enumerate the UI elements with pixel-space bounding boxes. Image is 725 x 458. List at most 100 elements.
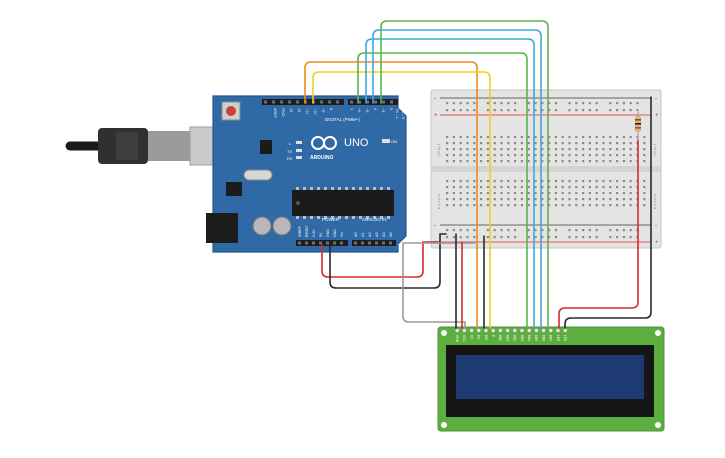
breadboard-hole bbox=[595, 236, 598, 239]
breadboard-hole bbox=[452, 102, 455, 105]
breadboard-hole bbox=[493, 109, 496, 112]
chip-pin bbox=[387, 187, 390, 190]
chip-notch bbox=[296, 201, 300, 205]
breadboard-hole bbox=[595, 204, 598, 207]
breadboard-hole bbox=[541, 198, 544, 201]
breadboard-hole bbox=[520, 192, 523, 195]
breadboard-hole bbox=[622, 236, 625, 239]
lcd-pin bbox=[462, 328, 467, 333]
lcd-pin-label: DB4 bbox=[527, 335, 531, 341]
breadboard-hole bbox=[609, 154, 612, 157]
breadboard-hole bbox=[527, 186, 530, 189]
arduino-board bbox=[212, 95, 407, 253]
breadboard-hole bbox=[554, 204, 557, 207]
breadboard-hole bbox=[568, 192, 571, 195]
chip-pin bbox=[296, 187, 299, 190]
breadboard-hole bbox=[466, 154, 469, 157]
breadboard-hole bbox=[507, 160, 510, 163]
breadboard-hole bbox=[582, 204, 585, 207]
chip-pin bbox=[317, 216, 320, 219]
usb-chip bbox=[260, 140, 272, 154]
breadboard-hole bbox=[575, 186, 578, 189]
breadboard-hole bbox=[561, 154, 564, 157]
breadboard-hole bbox=[541, 136, 544, 139]
breadboard-hole bbox=[493, 204, 496, 207]
breadboard-hole bbox=[548, 192, 551, 195]
breadboard-hole bbox=[588, 229, 591, 232]
breadboard-hole bbox=[534, 236, 537, 239]
digital-pin-label: 12 bbox=[297, 108, 301, 112]
lcd-pin-label: VCC bbox=[462, 335, 466, 342]
breadboard-hole bbox=[622, 136, 625, 139]
power-pin-label: IOREF bbox=[298, 225, 302, 237]
breadboard-hole bbox=[534, 154, 537, 157]
breadboard-hole bbox=[466, 142, 469, 145]
breadboard-hole bbox=[629, 142, 632, 145]
breadboard-hole bbox=[507, 136, 510, 139]
header-hole bbox=[390, 100, 393, 104]
breadboard-hole bbox=[561, 180, 564, 183]
breadboard-hole bbox=[527, 198, 530, 201]
breadboard-hole bbox=[541, 186, 544, 189]
lcd-pin-label: DB5 bbox=[534, 335, 538, 341]
breadboard-hole bbox=[493, 148, 496, 151]
breadboard-hole bbox=[616, 192, 619, 195]
wire-green-outer bbox=[380, 20, 549, 329]
breadboard-hole bbox=[507, 180, 510, 183]
breadboard-hole bbox=[616, 160, 619, 163]
breadboard-hole bbox=[541, 109, 544, 112]
breadboard-hole bbox=[629, 136, 632, 139]
chip-pin bbox=[359, 187, 362, 190]
breadboard-hole bbox=[609, 192, 612, 195]
header-hole bbox=[340, 241, 343, 245]
breadboard-hole bbox=[486, 148, 489, 151]
breadboard-hole bbox=[500, 160, 503, 163]
breadboard-hole bbox=[466, 186, 469, 189]
digital-header-label: DIGITAL (PWM~) bbox=[325, 117, 360, 122]
lcd-pin bbox=[469, 328, 474, 333]
breadboard-hole bbox=[629, 109, 632, 112]
breadboard-hole bbox=[452, 236, 455, 239]
chip-pin bbox=[303, 216, 306, 219]
breadboard-hole bbox=[629, 154, 632, 157]
breadboard-hole bbox=[493, 180, 496, 183]
breadboard-hole bbox=[480, 198, 483, 201]
digital-pin-label: ~5 bbox=[365, 108, 369, 112]
breadboard-hole bbox=[452, 136, 455, 139]
breadboard-hole bbox=[561, 198, 564, 201]
breadboard-hole bbox=[554, 160, 557, 163]
digital-pin-label: TX→1 bbox=[395, 108, 399, 119]
breadboard-hole bbox=[622, 148, 625, 151]
breadboard-hole bbox=[466, 204, 469, 207]
lcd-mount-hole-bl bbox=[441, 422, 447, 428]
lcd-pin bbox=[562, 328, 568, 333]
breadboard-hole bbox=[548, 186, 551, 189]
breadboard-hole bbox=[493, 229, 496, 232]
breadboard-hole bbox=[446, 102, 449, 105]
breadboard-hole bbox=[527, 160, 530, 163]
breadboard-hole bbox=[534, 148, 537, 151]
arduino-logo-text: ARDUINO bbox=[310, 155, 333, 161]
breadboard-hole bbox=[588, 160, 591, 163]
wire-orange bbox=[304, 61, 478, 329]
breadboard-hole bbox=[459, 180, 462, 183]
breadboard-hole bbox=[527, 204, 530, 207]
chip-pin bbox=[345, 216, 348, 219]
breadboard-hole bbox=[514, 186, 517, 189]
breadboard-hole bbox=[616, 109, 619, 112]
row-letters-top-left: j i h g f bbox=[437, 143, 442, 157]
bottom-rail-plus-label-right: + bbox=[655, 240, 659, 246]
breadboard-hole bbox=[486, 186, 489, 189]
breadboard-hole bbox=[548, 198, 551, 201]
analog-pin-label: A5 bbox=[389, 232, 393, 237]
breadboard-hole bbox=[459, 148, 462, 151]
breadboard-hole bbox=[520, 142, 523, 145]
breadboard-hole bbox=[622, 229, 625, 232]
breadboard-hole bbox=[588, 236, 591, 239]
breadboard-hole bbox=[588, 102, 591, 105]
chip-pin bbox=[345, 187, 348, 190]
breadboard-hole bbox=[561, 160, 564, 163]
breadboard-hole bbox=[588, 180, 591, 183]
breadboard-hole bbox=[480, 148, 483, 151]
